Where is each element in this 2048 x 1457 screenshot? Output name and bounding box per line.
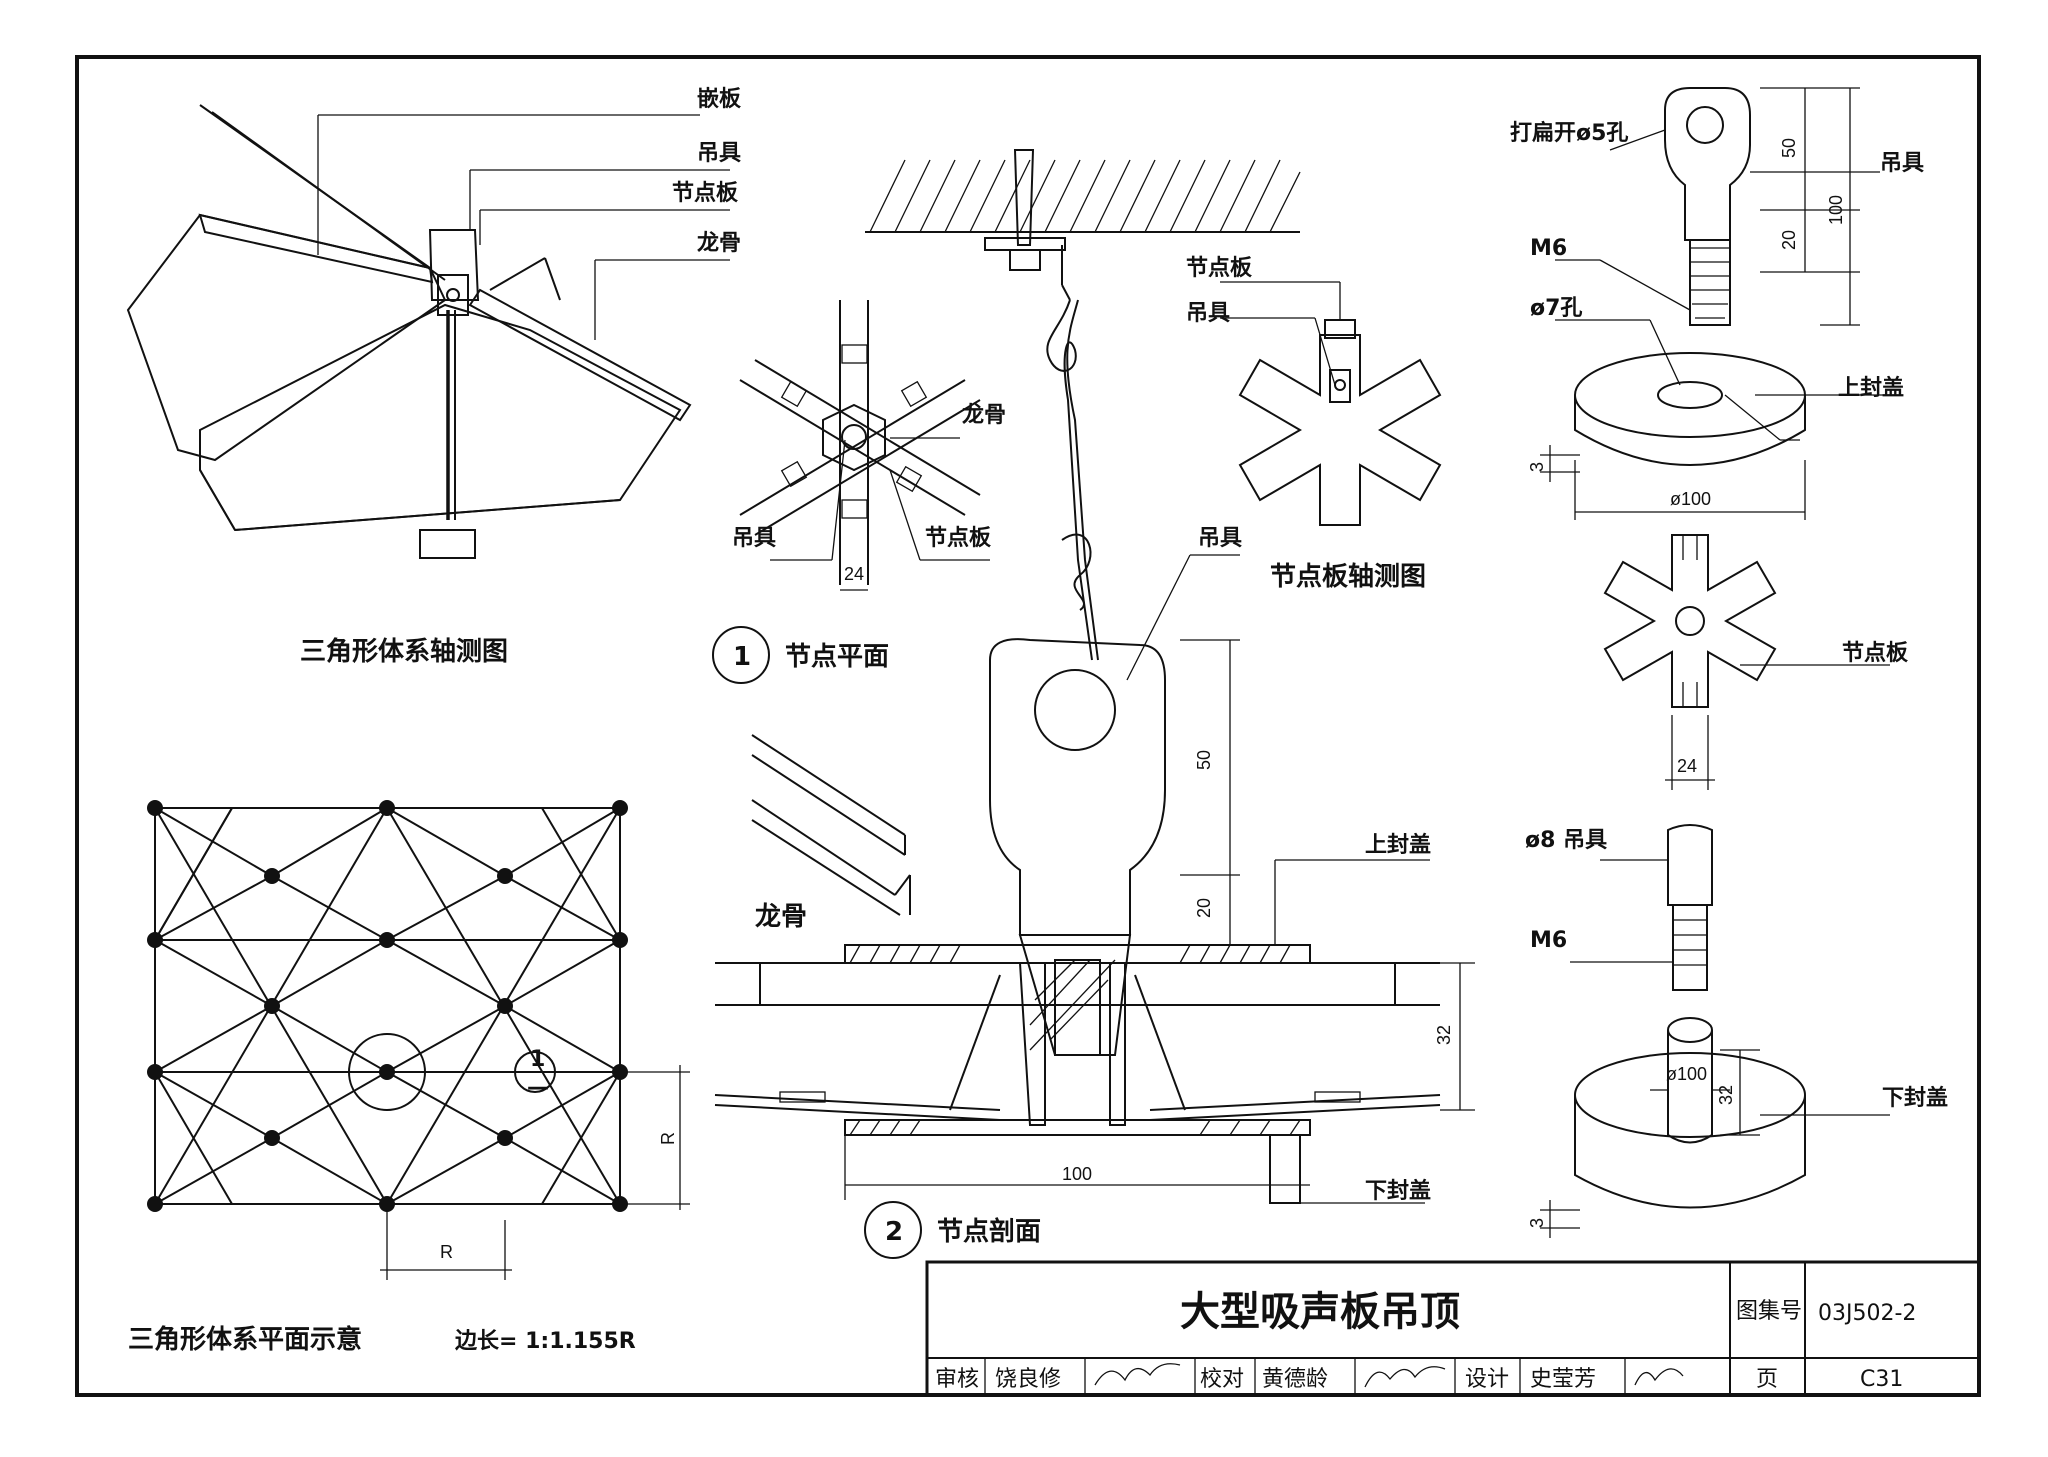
plan-nodes bbox=[147, 800, 628, 1212]
part-hole7-label: ø7孔 bbox=[1530, 296, 1582, 321]
part-dim-32: 32 bbox=[1716, 1085, 1736, 1105]
keel-profile bbox=[751, 734, 911, 916]
detail-1-number: 1 bbox=[733, 642, 751, 672]
plan-node bbox=[612, 1064, 628, 1080]
plan-caption: 三角形体系平面示意 bbox=[128, 1324, 362, 1355]
part-dim-50: 50 bbox=[1779, 138, 1799, 158]
section-dim-20: 20 bbox=[1194, 898, 1214, 918]
part-dim-3-b: 3 bbox=[1527, 1218, 1547, 1228]
plan-formula: 边长= 1:1.155R bbox=[454, 1329, 636, 1354]
plan-node bbox=[379, 1196, 395, 1212]
plan-node bbox=[612, 1196, 628, 1212]
node-plate-axon-drawing bbox=[1220, 281, 1442, 526]
node-plan-drawing bbox=[739, 300, 990, 591]
section-label-top-cap: 上封盖 bbox=[1365, 832, 1431, 858]
plan-node bbox=[147, 932, 163, 948]
plan-dim-r-horizontal: R bbox=[440, 1242, 453, 1262]
label-keel: 龙骨 bbox=[697, 231, 741, 256]
node-plate-axon-caption: 节点板轴测图 bbox=[1270, 561, 1426, 592]
plan-node bbox=[379, 1064, 395, 1080]
plan-label-hanger: 吊具 bbox=[732, 526, 776, 551]
plan-node bbox=[497, 998, 513, 1014]
plan-dim-r-vertical: R bbox=[658, 1132, 678, 1145]
plan-callout-number: 1 bbox=[530, 1047, 545, 1072]
part-top-cap-label: 上封盖 bbox=[1838, 375, 1904, 401]
checker-name: 黄德龄 bbox=[1262, 1367, 1328, 1392]
title-block-title: 大型吸声板吊顶 bbox=[1180, 1289, 1460, 1335]
part-dim-100: 100 bbox=[1826, 195, 1846, 225]
designer-name: 史莹芳 bbox=[1530, 1367, 1596, 1392]
plan-dim-24: 24 bbox=[844, 564, 864, 584]
detail-2-circle bbox=[864, 1201, 922, 1259]
parts-drawing bbox=[1540, 87, 1890, 1238]
page-number: C31 bbox=[1860, 1367, 1903, 1392]
label-hanger: 吊具 bbox=[697, 141, 741, 166]
axonometric-drawing bbox=[126, 104, 730, 559]
plan-label-keel: 龙骨 bbox=[962, 403, 1006, 428]
plan-node bbox=[147, 1064, 163, 1080]
section-dim-32: 32 bbox=[1434, 1025, 1454, 1045]
part-m6-label-a: M6 bbox=[1530, 236, 1567, 261]
plan-node bbox=[497, 1130, 513, 1146]
sheet-border bbox=[75, 55, 1981, 1397]
plan-node bbox=[379, 800, 395, 816]
part-hook8-label: ø8 吊具 bbox=[1525, 828, 1607, 853]
plan-node bbox=[147, 1196, 163, 1212]
atlas-number: 03J502-2 bbox=[1818, 1301, 1916, 1326]
plan-node bbox=[264, 868, 280, 884]
part-dim-20: 20 bbox=[1779, 230, 1799, 250]
label-node-plate: 节点板 bbox=[672, 180, 739, 206]
section-dim-100: 100 bbox=[1062, 1164, 1092, 1184]
plan-node bbox=[497, 868, 513, 884]
triangular-plan-drawing bbox=[154, 807, 690, 1280]
part-hook-hole-label: 打扁开ø5孔 bbox=[1510, 121, 1628, 146]
part-node-plate-label: 节点板 bbox=[1842, 640, 1909, 666]
part-dim-3-a: 3 bbox=[1527, 462, 1547, 472]
section-dim-50: 50 bbox=[1194, 750, 1214, 770]
part-hook-label: 吊具 bbox=[1880, 151, 1924, 176]
detail-1-circle bbox=[712, 626, 770, 684]
reviewer-name: 饶良修 bbox=[995, 1367, 1061, 1392]
plan-node bbox=[612, 932, 628, 948]
part-d100-a: ø100 bbox=[1670, 489, 1711, 509]
title-block bbox=[925, 1260, 1981, 1397]
detail-2-number: 2 bbox=[885, 1217, 903, 1247]
node-section-caption: 节点剖面 bbox=[937, 1216, 1041, 1247]
plate-axon-label-node-plate: 节点板 bbox=[1186, 255, 1253, 281]
axon-caption: 三角形体系轴测图 bbox=[300, 636, 508, 667]
plan-label-node-plate: 节点板 bbox=[925, 525, 992, 551]
plan-callout-sub: — bbox=[527, 1075, 549, 1100]
plan-node bbox=[264, 1130, 280, 1146]
part-bottom-cap-label: 下封盖 bbox=[1882, 1085, 1948, 1111]
review-label: 审核 bbox=[935, 1367, 979, 1392]
part-dim-24: 24 bbox=[1677, 756, 1697, 776]
page-label: 页 bbox=[1756, 1367, 1778, 1392]
design-label: 设计 bbox=[1465, 1367, 1509, 1392]
section-label-bottom-cap: 下封盖 bbox=[1365, 1178, 1431, 1204]
keel-label: 龙骨 bbox=[755, 902, 807, 932]
label-panel: 嵌板 bbox=[697, 86, 742, 112]
section-label-hanger: 吊具 bbox=[1198, 526, 1242, 551]
plan-node bbox=[379, 932, 395, 948]
plate-axon-label-hanger: 吊具 bbox=[1186, 301, 1230, 326]
plan-node bbox=[612, 800, 628, 816]
plan-node bbox=[147, 800, 163, 816]
atlas-label: 图集号 bbox=[1736, 1299, 1802, 1324]
node-plan-caption: 节点平面 bbox=[785, 641, 889, 672]
plan-node bbox=[264, 998, 280, 1014]
node-section-drawing bbox=[714, 149, 1475, 1204]
part-m6-label-b: M6 bbox=[1530, 928, 1567, 953]
check-label: 校对 bbox=[1200, 1367, 1244, 1392]
part-d100-b: ø100 bbox=[1666, 1064, 1707, 1084]
